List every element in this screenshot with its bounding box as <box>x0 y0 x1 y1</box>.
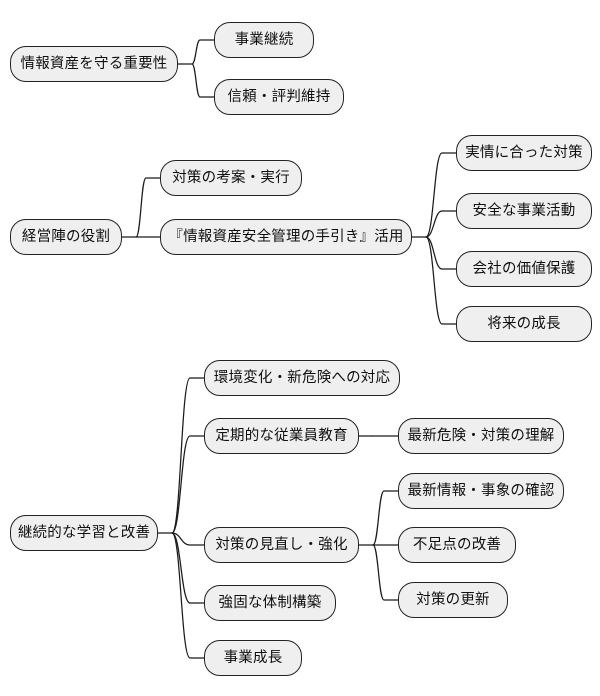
mindmap-node-importance[interactable]: 情報資産を守る重要性 <box>10 46 178 82</box>
mindmap-node-review-measures[interactable]: 対策の見直し・強化 <box>204 527 359 563</box>
node-label: 『情報資産安全管理の手引き』活用 <box>168 228 404 245</box>
node-label: 経営陣の役割 <box>21 228 111 245</box>
mindmap-node-latest-info[interactable]: 最新情報・事象の確認 <box>398 473 564 509</box>
edge-handbook-to-safe-business <box>425 210 457 238</box>
mindmap-node-update-measures[interactable]: 対策の更新 <box>398 582 508 618</box>
mindmap-node-continuous-learning[interactable]: 継続的な学習と改善 <box>10 515 158 551</box>
mindmap-node-plan-execute[interactable]: 対策の考案・実行 <box>160 160 302 196</box>
node-label: 不足点の改善 <box>412 536 502 553</box>
mindmap-node-handbook[interactable]: 『情報資産安全管理の手引き』活用 <box>160 219 412 255</box>
edge-continuous-learning-to-business-growth <box>171 532 205 659</box>
edge-review-measures-to-latest-info <box>372 490 399 546</box>
node-label: 継続的な学習と改善 <box>17 524 151 541</box>
node-label: 環境変化・新危険への対応 <box>213 369 391 386</box>
node-label: 事業継続 <box>234 31 294 48</box>
node-label: 最新危険・対策の理解 <box>407 427 555 444</box>
edge-continuous-learning-to-strong-system <box>171 532 205 604</box>
node-label: 会社の価値保護 <box>472 260 576 277</box>
edge-review-measures-to-update-measures <box>372 544 399 601</box>
node-label: 最新情報・事象の確認 <box>407 482 555 499</box>
node-label: 事業成長 <box>223 649 283 666</box>
mindmap-node-latest-risk[interactable]: 最新危険・対策の理解 <box>398 418 564 454</box>
mindmap-node-strong-system[interactable]: 強固な体制構築 <box>204 585 336 621</box>
node-label: 強固な体制構築 <box>218 594 322 611</box>
node-label: 実情に合った対策 <box>465 144 583 161</box>
mindmap-node-biz-continuity[interactable]: 事業継続 <box>214 22 314 58</box>
mindmap-node-future-growth[interactable]: 将来の成長 <box>456 306 592 342</box>
edge-continuous-learning-to-env-change <box>171 377 205 534</box>
mindmap-node-env-change[interactable]: 環境変化・新危険への対応 <box>204 360 400 396</box>
node-label: 対策の更新 <box>416 591 490 608</box>
node-label: 対策の見直し・強化 <box>215 536 348 553</box>
edge-importance-to-trust-reputation <box>191 63 215 98</box>
mindmap-node-management-role[interactable]: 経営陣の役割 <box>10 219 122 255</box>
mindmap-node-fit-measures[interactable]: 実情に合った対策 <box>456 135 592 171</box>
mindmap-node-staff-training[interactable]: 定期的な従業員教育 <box>204 418 359 454</box>
edge-continuous-learning-to-staff-training <box>171 435 205 534</box>
edge-importance-to-biz-continuity <box>191 39 215 65</box>
edge-handbook-to-future-growth <box>425 236 457 325</box>
edge-handbook-to-company-value <box>425 236 457 270</box>
mindmap-node-safe-business[interactable]: 安全な事業活動 <box>456 193 592 229</box>
node-label: 信頼・評判維持 <box>227 88 331 105</box>
node-label: 将来の成長 <box>487 315 561 332</box>
mindmap-node-trust-reputation[interactable]: 信頼・評判維持 <box>214 79 344 115</box>
mindmap-node-gap-improve[interactable]: 不足点の改善 <box>398 527 516 563</box>
edge-handbook-to-fit-measures <box>425 152 457 238</box>
node-label: 安全な事業活動 <box>472 202 576 219</box>
edge-continuous-learning-to-review-measures <box>171 532 205 546</box>
mindmap-node-business-growth[interactable]: 事業成長 <box>204 640 302 676</box>
node-label: 情報資産を守る重要性 <box>20 55 168 72</box>
node-label: 対策の考案・実行 <box>172 169 290 186</box>
node-label: 定期的な従業員教育 <box>215 427 348 444</box>
edge-management-role-to-plan-execute <box>135 177 161 238</box>
mindmap-node-company-value[interactable]: 会社の価値保護 <box>456 251 592 287</box>
